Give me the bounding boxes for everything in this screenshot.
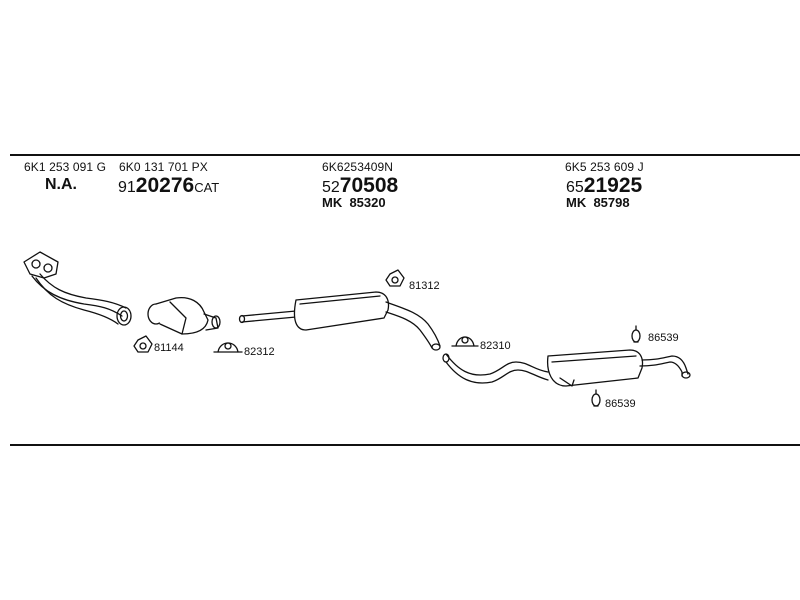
oe-code-middle-silencer: 6K6253409N: [322, 160, 394, 174]
middle-silencer-mk-number: 85320: [349, 195, 386, 210]
clamp-82312-drawing: [213, 342, 243, 353]
middle-silencer-part-prefix: 52: [322, 179, 340, 196]
middle-silencer-mk: MK 85320: [322, 195, 386, 210]
hanger-86539-bottom-drawing: [591, 389, 601, 407]
bottom-divider: [10, 444, 800, 446]
clamp-82310-label: 82310: [480, 340, 511, 352]
rear-silencer-part-prefix: 65: [566, 179, 584, 196]
middle-silencer-part-main: 70508: [339, 174, 399, 197]
catalyst-part-number: 9120276CAT: [118, 174, 219, 198]
oe-code-catalyst: 6K0 131 701 PX: [119, 160, 208, 174]
rear-silencer-drawing: [442, 349, 691, 387]
catalyst-part-prefix: 91: [118, 179, 136, 196]
rear-silencer-part-main: 21925: [583, 174, 643, 197]
hanger-86539-top-label: 86539: [648, 332, 679, 344]
catalytic-converter-drawing: [147, 296, 221, 335]
clamp-82310-drawing: [451, 336, 479, 347]
clamp-82312-label: 82312: [244, 346, 275, 358]
middle-silencer-drawing: [238, 291, 441, 351]
oe-code-front-pipe: 6K1 253 091 G: [24, 160, 107, 174]
clamp-81312-drawing: [385, 269, 405, 287]
rear-silencer-mk: MK 85798: [566, 195, 630, 210]
catalyst-part-main: 20276: [135, 174, 195, 197]
middle-silencer-part-number: 5270508: [322, 174, 398, 198]
clamp-81144-label: 81144: [154, 342, 184, 354]
catalyst-part-suffix: CAT: [194, 180, 220, 195]
hanger-86539-bottom-label: 86539: [605, 398, 636, 410]
clamp-81144-drawing: [133, 335, 153, 353]
rear-silencer-part-number: 6521925: [566, 174, 642, 198]
front-pipe-drawing: [23, 251, 132, 326]
front-pipe-na-label: N.A.: [45, 176, 77, 193]
hanger-86539-top-drawing: [631, 325, 641, 343]
top-divider: [10, 154, 800, 156]
oe-code-rear-silencer: 6K5 253 609 J: [565, 160, 644, 174]
rear-silencer-mk-prefix: MK: [566, 195, 587, 210]
clamp-81312-label: 81312: [409, 280, 440, 292]
middle-silencer-mk-prefix: MK: [322, 195, 343, 210]
rear-silencer-mk-number: 85798: [593, 195, 630, 210]
